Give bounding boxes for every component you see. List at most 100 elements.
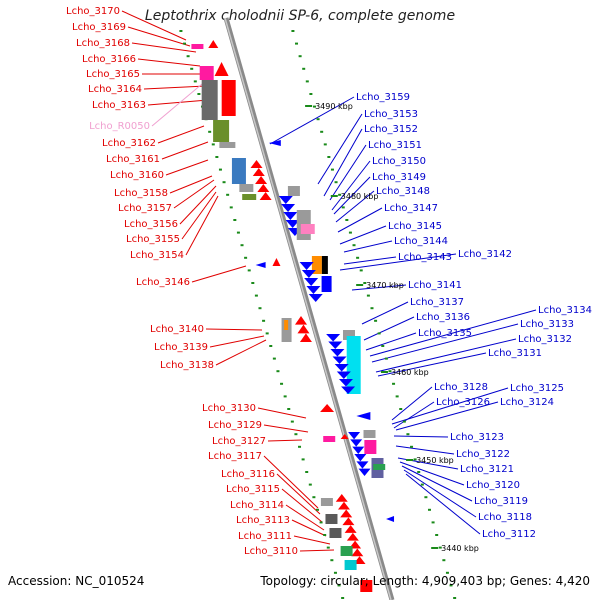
- gene-label-left[interactable]: Lcho_3140: [150, 324, 204, 335]
- gene-label-right[interactable]: Lcho_3136: [416, 312, 470, 323]
- scale-tick: [240, 244, 244, 247]
- gene-label-left[interactable]: Lcho_3130: [202, 403, 256, 414]
- gene-label-left[interactable]: Lcho_3156: [124, 219, 178, 230]
- gene-label-right[interactable]: Lcho_3134: [538, 305, 592, 316]
- gene-feature: [213, 120, 230, 142]
- gene-label-left[interactable]: Lcho_3163: [92, 100, 146, 111]
- label-connector: [403, 469, 477, 518]
- label-connector: [351, 284, 407, 291]
- gene-feature: [297, 324, 310, 334]
- scale-tick: [218, 168, 222, 171]
- scale-tick: [287, 408, 291, 410]
- scale-tick: [388, 370, 392, 373]
- scale-tick: [316, 118, 320, 121]
- gene-label-right[interactable]: Lcho_3149: [372, 172, 426, 183]
- label-connector: [391, 387, 509, 425]
- gene-label-right[interactable]: Lcho_3120: [466, 480, 520, 491]
- gene-label-left[interactable]: Lcho_3157: [118, 203, 172, 214]
- gene-feature: [299, 333, 312, 342]
- gene-label-right[interactable]: Lcho_3131: [488, 348, 542, 359]
- gene-label-left[interactable]: Lcho_3115: [226, 484, 280, 495]
- gene-label-right[interactable]: Lcho_3119: [474, 496, 528, 507]
- kbp-label: 3460 kbp: [391, 368, 429, 377]
- label-connector: [157, 125, 205, 144]
- gene-label-right[interactable]: Lcho_3118: [478, 512, 532, 523]
- gene-label-right[interactable]: Lcho_3147: [384, 203, 438, 214]
- gene-label-right[interactable]: Lcho_3135: [418, 328, 472, 339]
- gene-label-left[interactable]: Lcho_3116: [221, 469, 275, 480]
- gene-label-right[interactable]: Lcho_3124: [500, 397, 554, 408]
- gene-label-right[interactable]: Lcho_3153: [364, 109, 418, 120]
- gene-feature: [348, 432, 361, 440]
- scale-tick: [309, 93, 313, 95]
- label-connector: [285, 504, 325, 531]
- gene-label-left[interactable]: Lcho_3117: [208, 451, 262, 462]
- gene-label-right[interactable]: Lcho_3128: [434, 382, 488, 393]
- genome-backbone: [223, 17, 395, 600]
- gene-label-left[interactable]: Lcho_3164: [88, 84, 142, 95]
- gene-label-left[interactable]: Lcho_3165: [86, 69, 140, 80]
- gene-label-left[interactable]: Lcho_3166: [82, 54, 136, 65]
- scale-tick: [183, 42, 187, 45]
- scale-tick: [298, 55, 302, 58]
- gene-label-left[interactable]: Lcho_3138: [160, 360, 214, 371]
- gene-feature: [334, 364, 349, 372]
- gene-label-left[interactable]: Lcho_3110: [244, 546, 298, 557]
- gene-label-left[interactable]: Lcho_3155: [126, 234, 180, 245]
- gene-label-right[interactable]: Lcho_3152: [364, 124, 418, 135]
- gene-label-right[interactable]: Lcho_3148: [376, 186, 430, 197]
- gene-label-left[interactable]: Lcho_3113: [236, 515, 290, 526]
- gene-label-left[interactable]: Lcho_3146: [136, 277, 190, 288]
- label-connector: [293, 535, 331, 545]
- kbp-label: 3480 kbp: [341, 192, 379, 201]
- kbp-label: 3450 kbp: [416, 456, 454, 465]
- scale-tick: [333, 571, 337, 574]
- gene-label-right[interactable]: Lcho_3144: [394, 236, 448, 247]
- gene-feature: [360, 580, 373, 592]
- label-connector: [323, 128, 363, 197]
- gene-label-left[interactable]: Lcho_3139: [154, 342, 208, 353]
- gene-feature: [283, 212, 298, 220]
- gene-label-right[interactable]: Lcho_3141: [408, 280, 462, 291]
- scale-tick: [294, 433, 298, 436]
- gene-label-left[interactable]: Lcho_3114: [230, 500, 284, 511]
- gene-label-right[interactable]: Lcho_3159: [356, 92, 410, 103]
- gene-label-right[interactable]: Lcho_3137: [410, 297, 464, 308]
- label-connector: [395, 445, 455, 455]
- gene-label-right[interactable]: Lcho_3145: [388, 221, 442, 232]
- gene-label-right[interactable]: Lcho_3142: [458, 249, 512, 260]
- label-connector: [377, 352, 487, 377]
- gene-label-right[interactable]: Lcho_3133: [520, 319, 574, 330]
- scale-tick: [269, 345, 273, 347]
- gene-label-right[interactable]: Lcho_3151: [368, 140, 422, 151]
- gene-label-left[interactable]: Lcho_3170: [66, 6, 120, 17]
- gene-label-left[interactable]: Lcho_3168: [76, 38, 130, 49]
- genome-summary: Topology: circular; Length: 4,909,403 bp…: [260, 574, 590, 588]
- gene-feature: [344, 560, 357, 570]
- gene-label-left[interactable]: Lcho_3154: [130, 250, 184, 261]
- gene-label-left[interactable]: Lcho_R0050: [89, 121, 150, 132]
- label-connector: [343, 256, 397, 265]
- gene-label-right[interactable]: Lcho_3121: [460, 464, 514, 475]
- gene-label-right[interactable]: Lcho_3132: [518, 334, 572, 345]
- gene-label-right[interactable]: Lcho_3150: [372, 156, 426, 167]
- scale-tick: [438, 546, 442, 549]
- scale-tick: [337, 584, 341, 587]
- scale-tick: [341, 597, 345, 599]
- gene-label-left[interactable]: Lcho_3169: [72, 22, 126, 33]
- gene-label-right[interactable]: Lcho_3123: [450, 432, 504, 443]
- gene-label-right[interactable]: Lcho_3143: [398, 252, 452, 263]
- gene-label-left[interactable]: Lcho_3127: [212, 436, 266, 447]
- gene-feature: [330, 349, 345, 357]
- gene-label-left[interactable]: Lcho_3160: [110, 170, 164, 181]
- gene-label-left[interactable]: Lcho_3158: [114, 188, 168, 199]
- gene-label-right[interactable]: Lcho_3126: [436, 397, 490, 408]
- gene-label-left[interactable]: Lcho_3129: [208, 420, 262, 431]
- gene-label-right[interactable]: Lcho_3122: [456, 449, 510, 460]
- gene-label-right[interactable]: Lcho_3125: [510, 383, 564, 394]
- gene-label-left[interactable]: Lcho_3111: [238, 531, 292, 542]
- gene-label-left[interactable]: Lcho_3161: [106, 154, 160, 165]
- gene-label-left[interactable]: Lcho_3162: [102, 138, 156, 149]
- gene-feature: [358, 468, 371, 476]
- gene-label-right[interactable]: Lcho_3112: [482, 529, 536, 540]
